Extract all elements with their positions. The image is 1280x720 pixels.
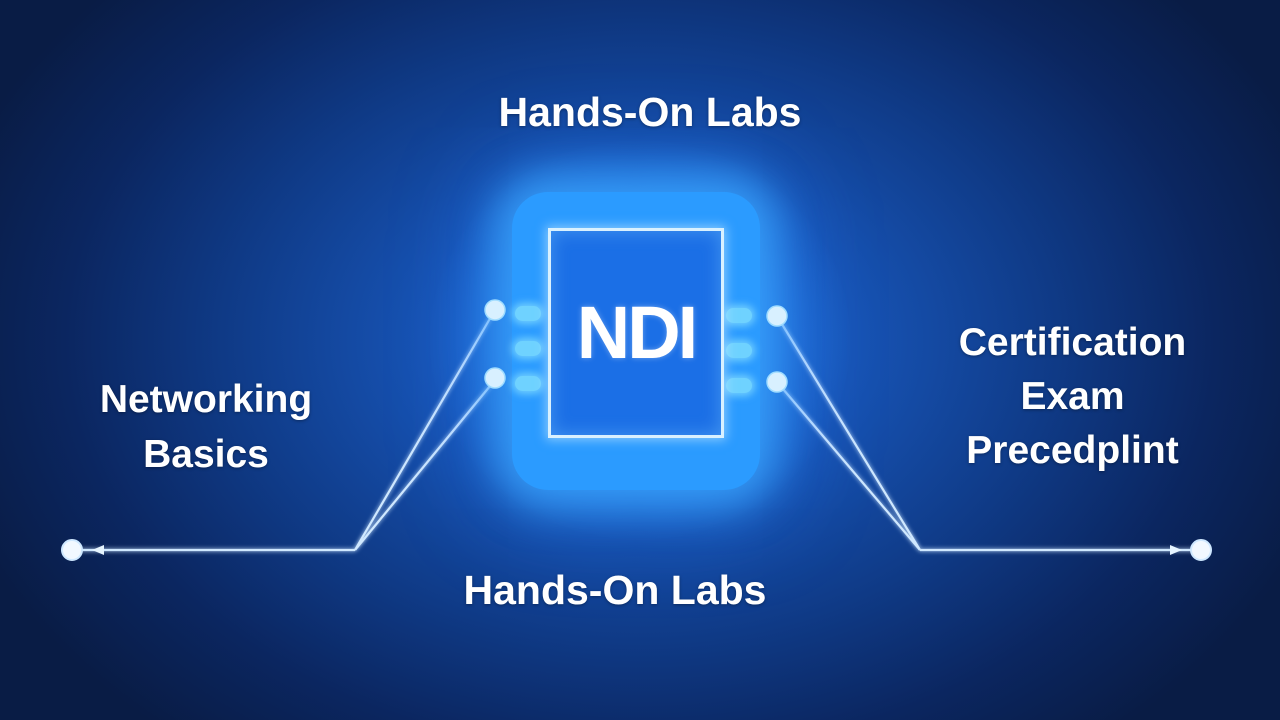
right-label: Certification Exam Precedplint [920, 316, 1225, 478]
left-pin-node-top [484, 299, 506, 321]
chip-pin-left-2 [515, 341, 541, 356]
right-pin-node-top [766, 305, 788, 327]
right-label-line-1: Certification [958, 321, 1187, 364]
left-label: Networking Basics [56, 372, 356, 482]
chip-pin-left-1 [515, 306, 541, 321]
ndi-chip: NDI [548, 228, 724, 438]
left-wire-bottom [354, 379, 496, 551]
left-pin-node-bottom [484, 367, 506, 389]
left-label-line-2: Basics [143, 433, 269, 476]
right-wire-top [776, 315, 921, 551]
left-label-line-1: Networking [99, 378, 313, 421]
chip-pin-right-3 [726, 378, 752, 393]
right-pin-node-bottom [766, 371, 788, 393]
chip-label: NDI [576, 291, 698, 374]
chip-pin-left-3 [515, 376, 541, 391]
right-label-line-2: Exam [1020, 375, 1125, 418]
chip-pin-right-1 [726, 308, 752, 323]
right-arrowhead [1170, 545, 1182, 555]
right-wire-bottom [776, 381, 921, 551]
right-endpoint-node [1190, 539, 1212, 561]
right-label-line-3: Precedplint [966, 429, 1179, 472]
top-label: Hands-On Labs [498, 89, 802, 135]
left-endpoint-node [61, 539, 83, 561]
chip-pin-right-2 [726, 343, 752, 358]
left-wire-top [354, 309, 496, 551]
bottom-label: Hands-On Labs [463, 567, 767, 613]
left-arrowhead [92, 545, 104, 555]
